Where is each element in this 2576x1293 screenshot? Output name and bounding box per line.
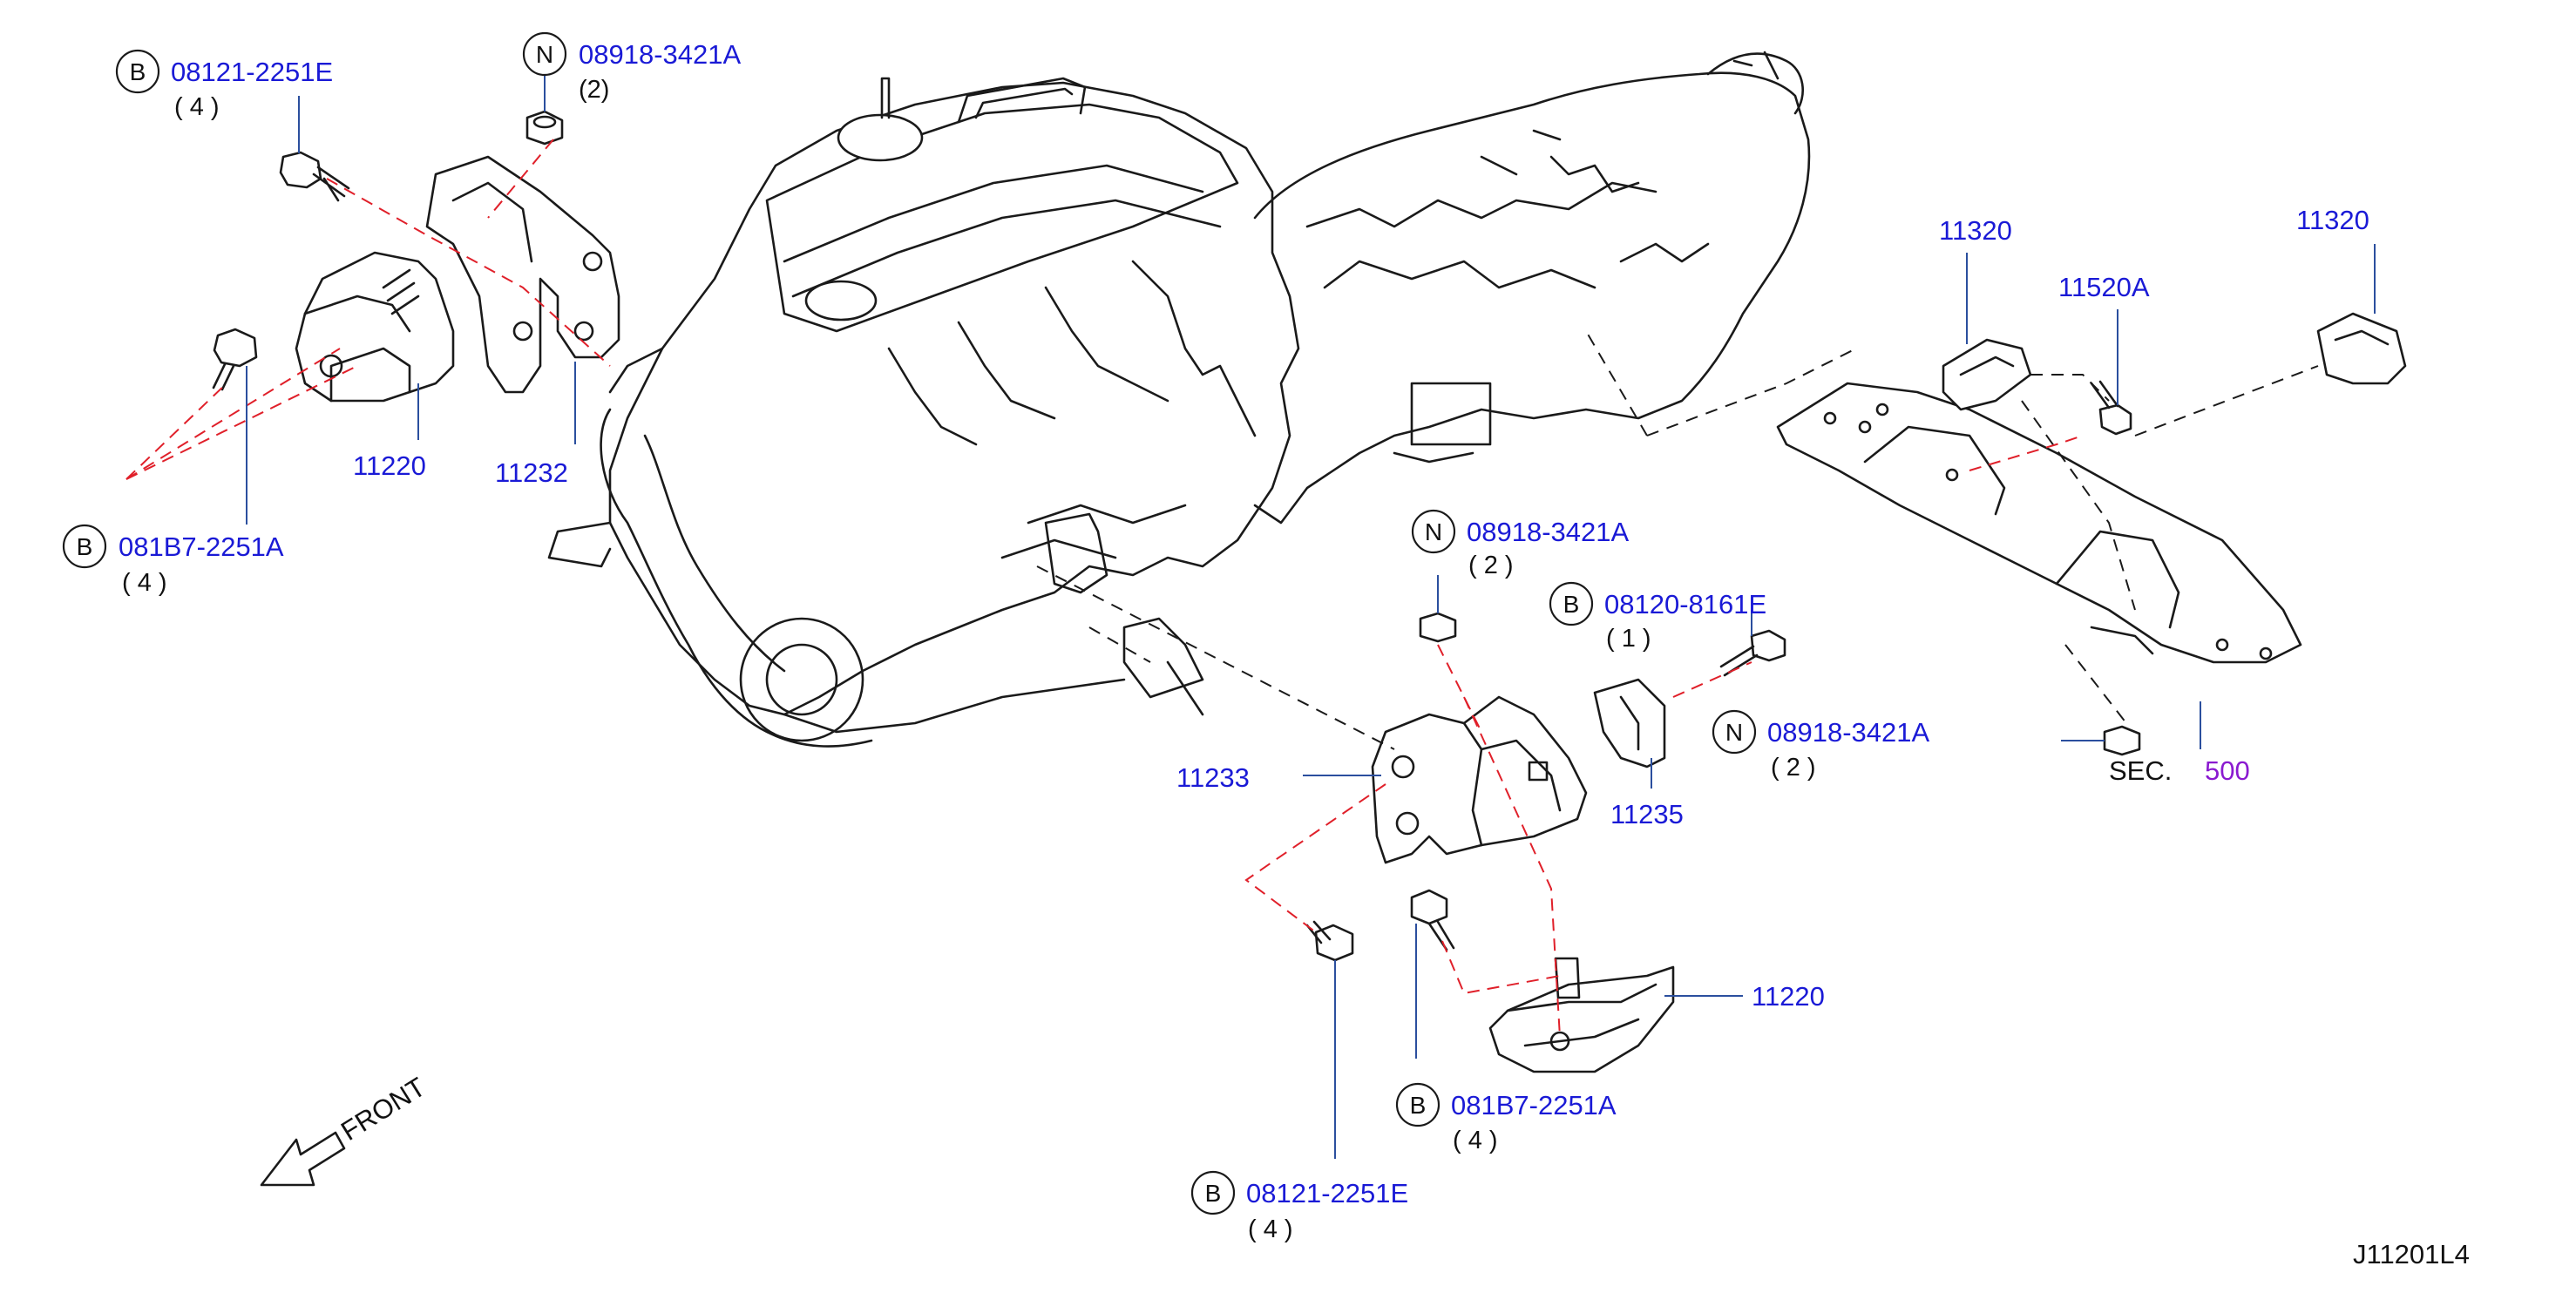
badge-letter: B [1205, 1180, 1222, 1207]
quantity: ( 1 ) [1606, 625, 1651, 653]
part-label-11220-right[interactable]: 11220 [1752, 981, 1825, 1012]
leader-lines [246, 70, 2376, 1159]
callout-b-bottom-mid: B 081B7-2251A ( 4 ) [1395, 1082, 1617, 1154]
part-number[interactable]: 08918-3421A [579, 39, 741, 70]
part-number[interactable]: 08918-3421A [1767, 717, 1929, 748]
part-number[interactable]: 08120-8161E [1604, 589, 1766, 619]
badge-letter: B [77, 533, 93, 560]
quantity: ( 4 ) [1248, 1215, 1293, 1243]
callout-b-left-top: B 08121-2251E ( 4 ) [115, 49, 333, 121]
part-label-11233[interactable]: 11233 [1176, 762, 1250, 793]
quantity: (2) [579, 76, 609, 104]
part-label-11232[interactable]: 11232 [495, 457, 568, 488]
bolt-badge [115, 49, 160, 94]
part-number[interactable]: 081B7-2251A [1451, 1090, 1617, 1120]
badge-letter: N [1425, 518, 1442, 545]
quantity: ( 4 ) [174, 93, 220, 121]
front-label: FRONT [336, 1072, 430, 1147]
callout-n-right: N 08918-3421A ( 2 ) [1712, 709, 1929, 782]
callout-b-center: B 08120-8161E ( 1 ) [1549, 581, 1766, 653]
section-number[interactable]: 500 [2205, 755, 2250, 786]
bolt-badge [1395, 1082, 1441, 1127]
section-reference[interactable]: SEC. 500 [2109, 755, 2250, 786]
badge-letter: B [1410, 1092, 1427, 1119]
center-mount-group [1036, 565, 1786, 1073]
nut-badge [522, 31, 567, 77]
badge-letter: N [1725, 719, 1743, 746]
callout-b-bottom: B 08121-2251E ( 4 ) [1190, 1170, 1408, 1243]
badge-letter: N [536, 41, 553, 68]
badge-letter: B [130, 58, 146, 85]
quantity: ( 2 ) [1771, 754, 1816, 782]
bolt-badge [1549, 581, 1594, 626]
front-arrow-icon [260, 1131, 346, 1187]
quantity: ( 4 ) [122, 569, 167, 597]
callout-n-left-top: N 08918-3421A (2) [522, 31, 741, 104]
section-prefix: SEC. [2109, 755, 2172, 786]
left-mount-group [125, 110, 620, 480]
quantity: ( 4 ) [1453, 1127, 1498, 1154]
part-label-11235[interactable]: 11235 [1610, 799, 1684, 829]
part-number[interactable]: 08918-3421A [1467, 517, 1629, 547]
part-number[interactable]: 081B7-2251A [119, 531, 284, 562]
part-label-11320-center[interactable]: 11320 [1939, 215, 2012, 246]
quantity: ( 2 ) [1468, 552, 1514, 579]
part-label-11220-left[interactable]: 11220 [353, 450, 426, 481]
part-number[interactable]: 08121-2251E [171, 57, 333, 87]
engine-assembly-drawing [547, 51, 1811, 748]
part-label-11520a[interactable]: 11520A [2058, 272, 2150, 302]
part-label-11320-right[interactable]: 11320 [2296, 205, 2369, 235]
diagram-id: J11201L4 [2353, 1239, 2470, 1269]
callout-b-left-mid: B 081B7-2251A ( 4 ) [62, 524, 284, 597]
rear-mount-group [1585, 312, 2407, 756]
nut-badge [1712, 709, 1757, 755]
bolt-badge [62, 524, 107, 569]
bolt-badge [1190, 1170, 1236, 1215]
front-indicator: FRONT [260, 1072, 430, 1187]
nut-badge [1411, 509, 1456, 554]
part-number[interactable]: 08121-2251E [1246, 1178, 1408, 1208]
badge-letter: B [1563, 591, 1580, 618]
callout-n-center: N 08918-3421A ( 2 ) [1411, 509, 1629, 579]
